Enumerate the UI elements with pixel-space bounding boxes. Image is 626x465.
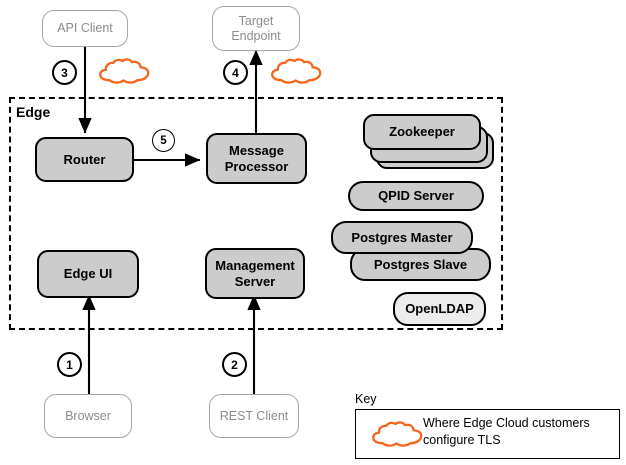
- edge-boundary-label: Edge: [16, 104, 51, 120]
- node-router-label: Router: [63, 151, 106, 167]
- node-management-server-label-line2: Server: [234, 273, 276, 289]
- node-browser[interactable]: Browser: [44, 394, 132, 438]
- key-description: Where Edge Cloud customers configure TLS: [423, 415, 618, 448]
- node-management-server-label-line1: Management: [215, 258, 295, 274]
- step-badge-3[interactable]: 3: [52, 60, 77, 85]
- step-badge-3-label: 3: [61, 65, 68, 80]
- step-badge-5[interactable]: 5: [152, 129, 175, 152]
- node-zookeeper-label: Zookeeper: [389, 124, 455, 140]
- cloud-icon-api-client: [99, 58, 150, 84]
- node-api-client-label: API Client: [57, 21, 113, 36]
- step-badge-1[interactable]: 1: [57, 352, 82, 377]
- step-badge-4-label: 4: [232, 65, 239, 80]
- node-openldap-label: OpenLDAP: [405, 301, 474, 317]
- node-rest-client-label: REST Client: [219, 408, 289, 423]
- node-management-server[interactable]: Management Server: [205, 248, 305, 299]
- edge-boundary: [9, 97, 503, 330]
- node-router[interactable]: Router: [35, 137, 134, 182]
- key-description-line2: configure TLS: [423, 432, 501, 447]
- node-browser-label: Browser: [65, 408, 111, 423]
- node-target-endpoint-label-line2: Endpoint: [231, 28, 281, 43]
- node-postgres-master-label: Postgres Master: [351, 229, 453, 245]
- node-qpid-server[interactable]: QPID Server: [348, 181, 484, 211]
- node-message-processor-label-line2: Processor: [224, 158, 289, 174]
- node-message-processor-label-line1: Message: [229, 143, 284, 159]
- node-rest-client[interactable]: REST Client: [209, 394, 299, 438]
- node-api-client[interactable]: API Client: [42, 10, 128, 47]
- node-postgres-master[interactable]: Postgres Master: [331, 221, 473, 254]
- cloud-icon-key: [372, 421, 423, 447]
- node-target-endpoint[interactable]: Target Endpoint: [212, 6, 300, 51]
- node-zookeeper[interactable]: Zookeeper: [363, 114, 481, 150]
- node-target-endpoint-label-line1: Target: [238, 13, 274, 28]
- cloud-icon-target-endpoint: [271, 58, 322, 84]
- node-postgres-slave-label: Postgres Slave: [373, 256, 468, 272]
- step-badge-1-label: 1: [66, 357, 73, 372]
- node-edge-ui-label: Edge UI: [63, 266, 113, 282]
- node-message-processor[interactable]: Message Processor: [206, 133, 307, 184]
- node-edge-ui[interactable]: Edge UI: [37, 250, 139, 298]
- key-description-line1: Where Edge Cloud customers: [423, 416, 590, 430]
- step-badge-5-label: 5: [160, 134, 167, 147]
- step-badge-2[interactable]: 2: [222, 352, 247, 377]
- step-badge-4[interactable]: 4: [223, 60, 248, 85]
- node-qpid-server-label: QPID Server: [378, 188, 454, 204]
- step-badge-2-label: 2: [231, 357, 238, 372]
- node-openldap[interactable]: OpenLDAP: [393, 292, 486, 326]
- key-title: Key: [355, 392, 377, 406]
